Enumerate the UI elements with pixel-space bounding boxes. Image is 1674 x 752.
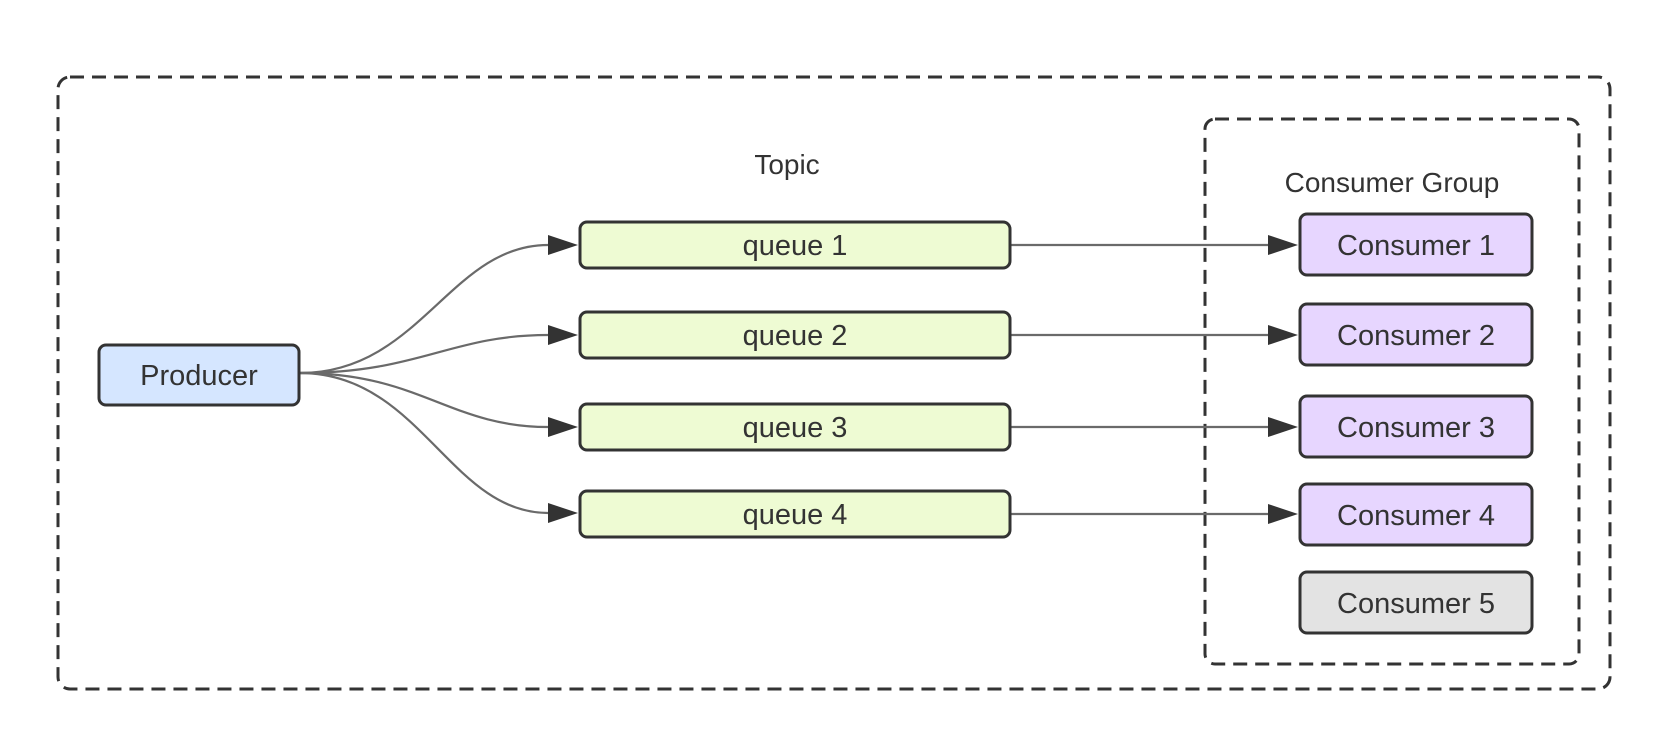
edge-producer-queue-2 <box>299 333 549 375</box>
queue-node-3[interactable]: queue 3 <box>578 402 1012 452</box>
queue-label: queue 4 <box>743 499 848 531</box>
queue-label: queue 1 <box>743 230 848 262</box>
queue-node-4[interactable]: queue 4 <box>578 489 1012 539</box>
topic-label: Topic <box>754 149 819 180</box>
arrowhead-consumer-3 <box>1268 417 1298 437</box>
arrowhead-consumer-1 <box>1268 235 1298 255</box>
producer-label: Producer <box>140 360 258 392</box>
consumer-label: Consumer 2 <box>1337 320 1495 352</box>
queue-label: queue 2 <box>743 320 848 352</box>
consumer-group-frame <box>1203 117 1581 666</box>
consumer-group-label: Consumer Group <box>1285 167 1500 198</box>
queue-node-2[interactable]: queue 2 <box>578 310 1012 360</box>
consumer-node-1[interactable]: Consumer 1 <box>1298 212 1534 277</box>
edge-producer-queue-3 <box>299 371 549 429</box>
queue-label: queue 3 <box>743 412 848 444</box>
consumer-node-4[interactable]: Consumer 4 <box>1298 482 1534 547</box>
consumer-label: Consumer 1 <box>1337 230 1495 262</box>
consumer-node-3[interactable]: Consumer 3 <box>1298 394 1534 459</box>
consumer-label: Consumer 4 <box>1337 500 1495 532</box>
arrowhead-consumer-4 <box>1268 504 1298 524</box>
consumer-label: Consumer 3 <box>1337 412 1495 444</box>
producer-node[interactable]: Producer <box>97 343 301 407</box>
queue-node-1[interactable]: queue 1 <box>578 220 1012 270</box>
edge-producer-queue-1 <box>299 243 549 375</box>
arrowhead-queue-3 <box>548 417 578 437</box>
edge-producer-queue-4 <box>299 371 549 515</box>
consumer-label: Consumer 5 <box>1337 588 1495 620</box>
outer-frame <box>56 75 1612 691</box>
arrowhead-consumer-2 <box>1268 325 1298 345</box>
arrowhead-queue-4 <box>548 503 578 523</box>
arrowhead-queue-1 <box>548 235 578 255</box>
consumer-node-2[interactable]: Consumer 2 <box>1298 302 1534 367</box>
arrowhead-queue-2 <box>548 325 578 345</box>
consumer-node-5[interactable]: Consumer 5 <box>1298 570 1534 635</box>
